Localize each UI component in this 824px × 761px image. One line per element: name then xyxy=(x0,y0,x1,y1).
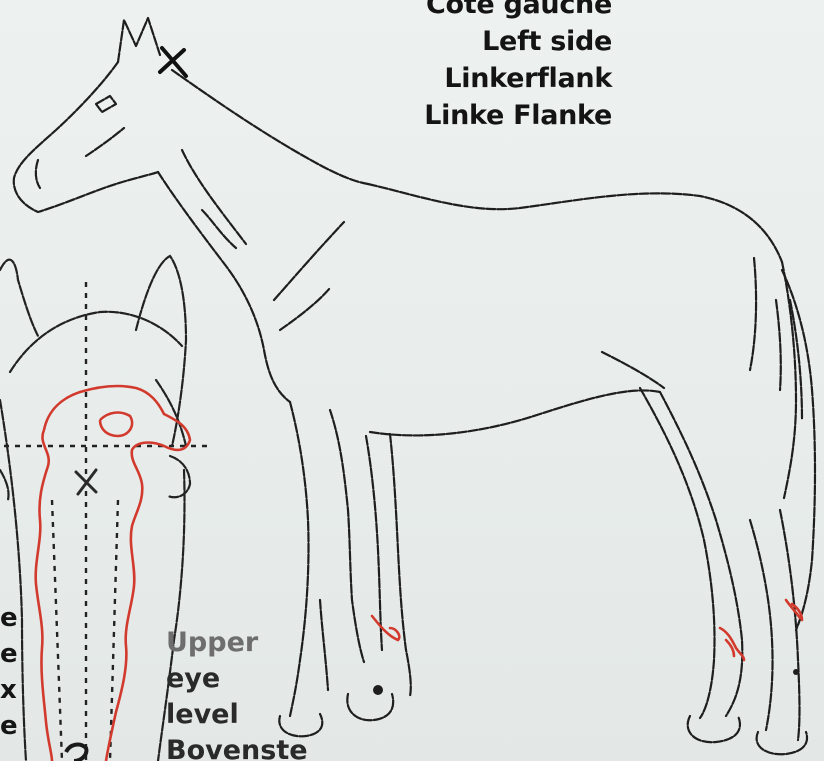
eye-level-line: level xyxy=(166,697,308,733)
label-english: Left side xyxy=(424,23,612,60)
eye-level-line: eye xyxy=(166,661,308,697)
cropped-letter: x xyxy=(0,672,18,708)
cropped-letter: e xyxy=(0,600,18,636)
label-dutch: Linkerflank xyxy=(424,60,612,97)
cropped-letter: e xyxy=(0,636,18,672)
eye-level-label: Upper eye level Bovenste xyxy=(166,625,308,761)
side-labels: Côté gauche Left side Linkerflank Linke … xyxy=(424,0,612,134)
cropped-letter: e xyxy=(0,708,18,744)
eye-level-line: Upper xyxy=(166,625,308,661)
label-french: Côté gauche xyxy=(424,0,612,23)
label-german: Linke Flanke xyxy=(424,97,612,134)
eye-level-line: Bovenste xyxy=(166,733,308,761)
cropped-left-text: e e x e xyxy=(0,600,18,744)
